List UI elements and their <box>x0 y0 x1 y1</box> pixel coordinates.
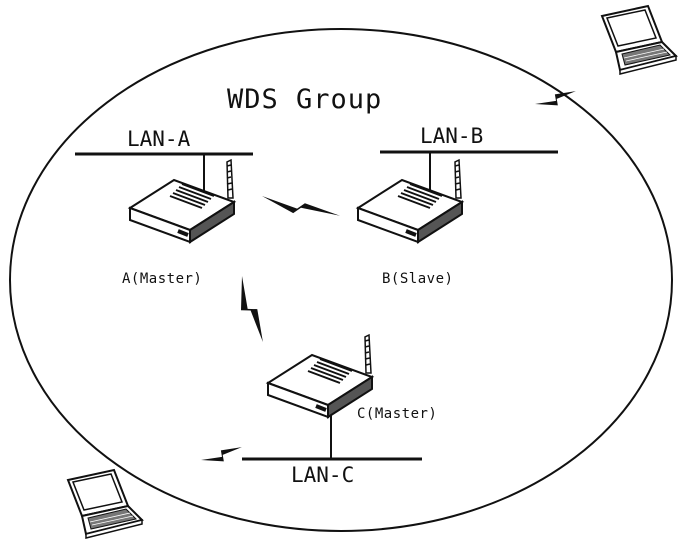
node-c-label: C(Master) <box>357 406 438 422</box>
lan-a-label: LAN-A <box>127 127 191 151</box>
router-a-icon <box>128 158 236 244</box>
lan-c-label: LAN-C <box>291 463 355 487</box>
node-b-label: B(Slave) <box>382 271 454 287</box>
laptop-top-right-icon <box>601 5 677 75</box>
router-c-icon <box>266 333 374 419</box>
node-a-label: A(Master) <box>122 271 203 287</box>
wireless-bolt-a-b-icon <box>262 196 340 216</box>
laptop-bottom-left-icon <box>67 469 143 539</box>
diagram-title: WDS Group <box>227 84 383 115</box>
wireless-bolt-laptop-bottom-icon <box>201 433 242 475</box>
router-b-icon <box>356 158 464 244</box>
wireless-bolt-a-c-icon <box>221 276 284 342</box>
wds-group-ellipse <box>9 28 673 532</box>
lan-b-label: LAN-B <box>420 124 484 148</box>
